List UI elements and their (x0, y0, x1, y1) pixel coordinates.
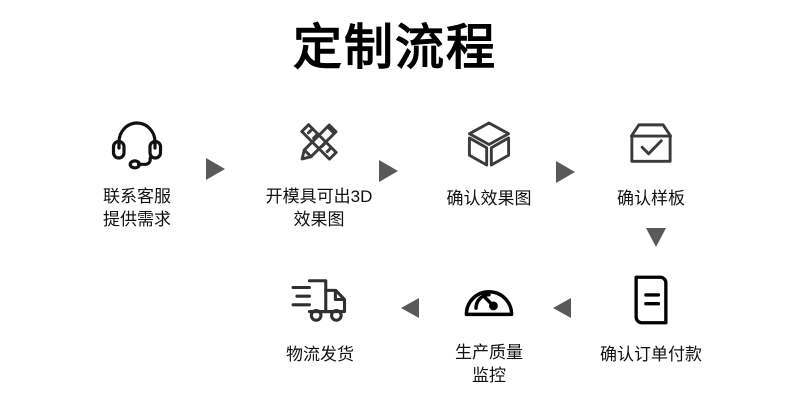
arrow-left-icon-1 (553, 298, 571, 318)
step-3-confirm-render: 确认效果图 (414, 112, 564, 210)
arrow-right-icon-2 (379, 160, 398, 182)
page-title: 定制流程 (292, 21, 497, 75)
arrow-left-icon-2 (401, 298, 419, 318)
arrow-down-icon-1 (646, 228, 666, 247)
step-7-label: 物流发货 (286, 345, 354, 364)
invoice-document-icon (576, 268, 726, 332)
step-2-label: 开模具可出3D 效果图 (265, 187, 373, 229)
step-3-label: 确认效果图 (446, 189, 532, 208)
delivery-truck-icon (245, 268, 395, 332)
step-6-label: 生产质量 监控 (455, 343, 523, 385)
pencil-ruler-icon (244, 110, 394, 174)
cube-3d-icon (414, 112, 564, 176)
box-check-icon (576, 112, 726, 176)
step-4-confirm-sample: 确认样板 (576, 112, 726, 210)
arrow-right-icon-3 (556, 161, 575, 183)
gauge-icon (414, 266, 564, 330)
step-5-label: 确认订单付款 (600, 345, 702, 364)
step-4-label: 确认样板 (617, 189, 685, 208)
step-5-confirm-order-payment: 确认订单付款 (576, 268, 726, 366)
step-7-logistics-shipping: 物流发货 (245, 268, 395, 366)
headset-icon (62, 110, 212, 174)
step-1-contact-service: 联系客服 提供需求 (62, 110, 212, 231)
step-6-quality-monitoring: 生产质量 监控 (414, 266, 564, 387)
arrow-right-icon-1 (206, 158, 225, 180)
step-1-label: 联系客服 提供需求 (103, 187, 171, 229)
step-2-mold-3d-render: 开模具可出3D 效果图 (244, 110, 394, 231)
